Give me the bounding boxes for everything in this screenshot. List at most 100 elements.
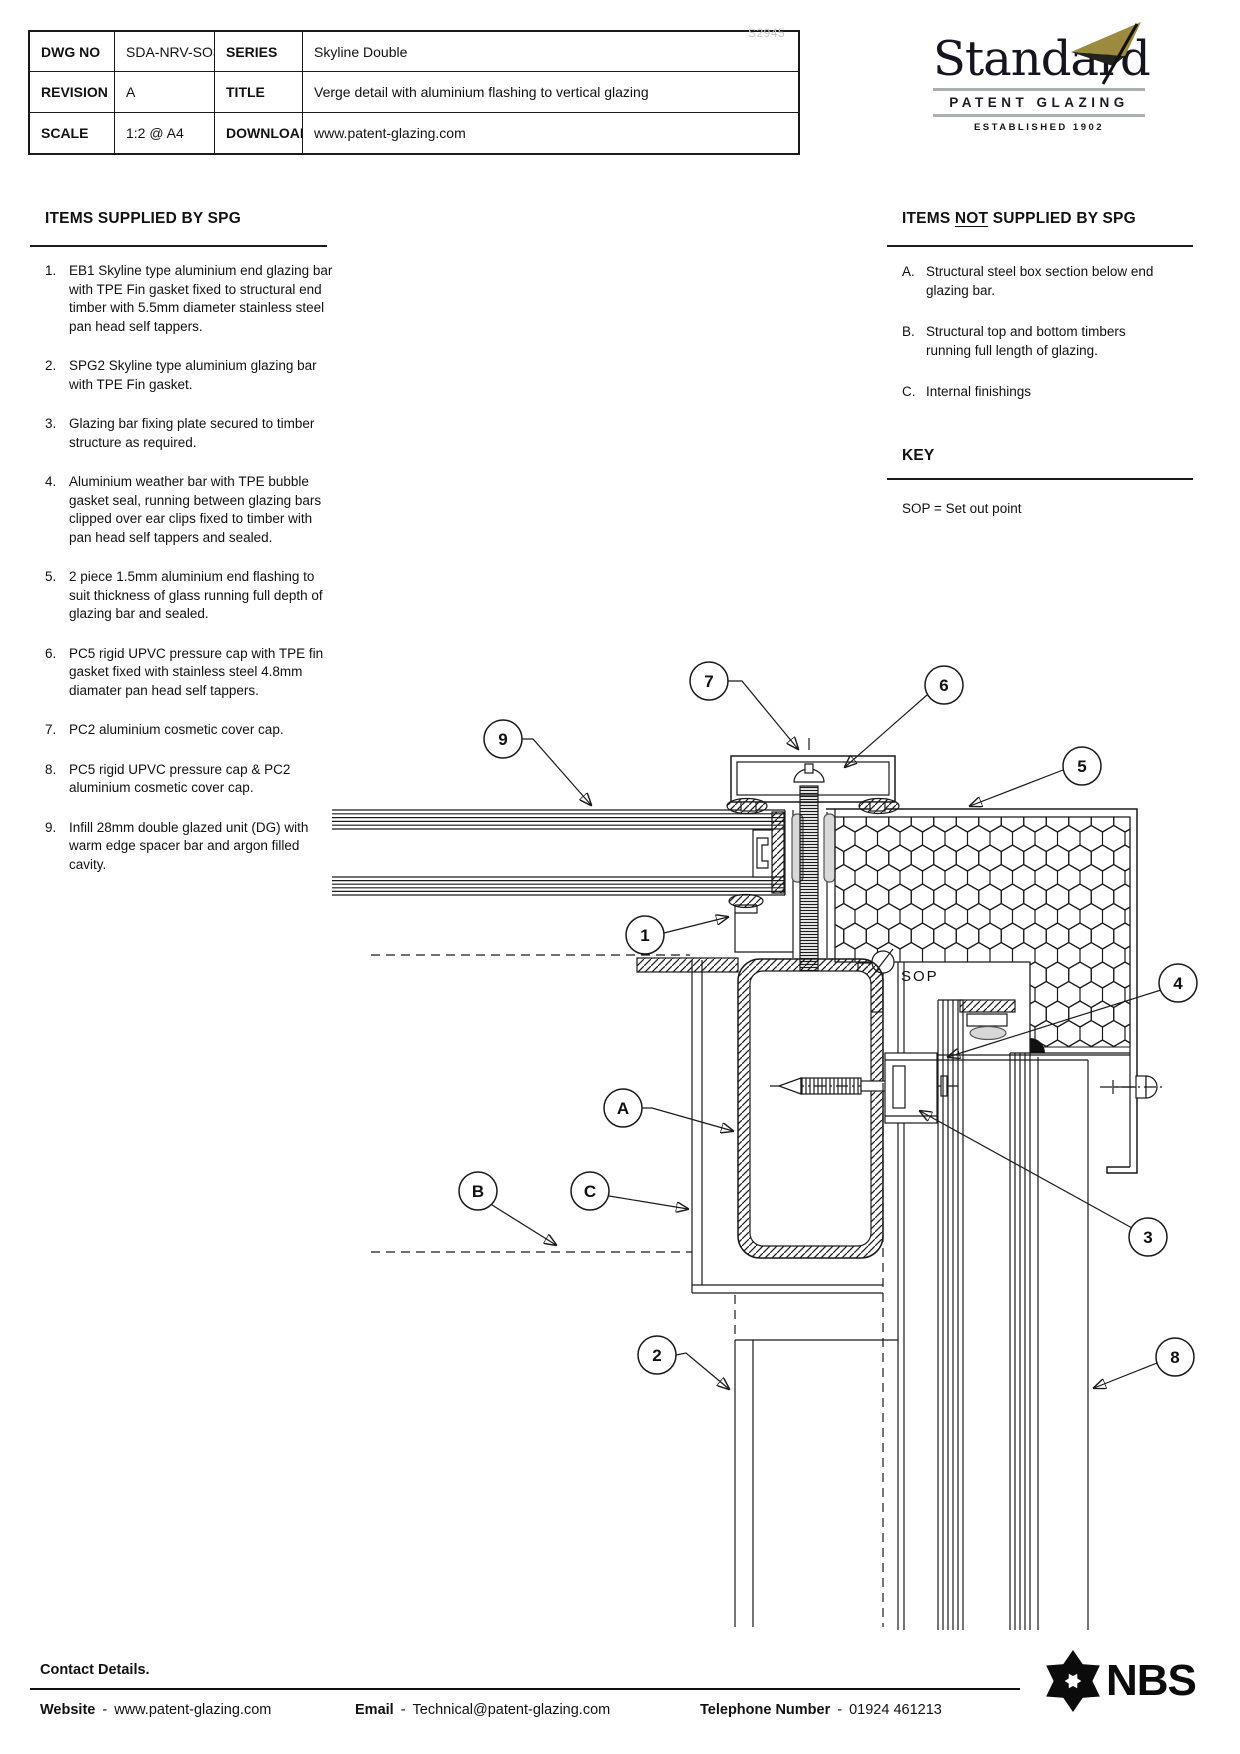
download-value: www.patent-glazing.com — [314, 124, 466, 141]
list-item: B.Structural top and bottom timbers runn… — [902, 323, 1172, 360]
end-glazing-bar — [636, 893, 793, 973]
title-label: TITLE — [215, 72, 303, 113]
svg-text:1: 1 — [640, 926, 649, 945]
item-letter: B. — [902, 324, 915, 339]
callout-6: 6 — [924, 665, 964, 705]
callout-B: B — [458, 1171, 498, 1211]
list-item: 5. 2 piece 1.5mm aluminium end flashing t… — [45, 568, 337, 624]
heading-not: NOT — [954, 210, 989, 227]
callout-3: 3 — [1128, 1217, 1168, 1257]
list-item: A. Structural steel box section below end… — [902, 263, 1172, 300]
supplied-list: 1. EB1 Skyline type aluminium end glazing… — [45, 262, 337, 895]
nbs-logo: NBS — [1043, 1648, 1197, 1714]
callout-4: 4 — [1158, 963, 1198, 1003]
logo-rule-bottom — [933, 114, 1145, 118]
not-supplied-list: A. Structural steel box section below end… — [902, 263, 1172, 425]
footer-website: Website-www.patent-glazing.com — [40, 1702, 271, 1718]
item-text: Aluminium weather bar with TPE bubble ga… — [69, 474, 322, 545]
item-number: 6. — [45, 645, 57, 661]
svg-text:3: 3 — [1143, 1228, 1152, 1247]
supplied-heading: ITEMS SUPPLIED BY SPG — [45, 210, 241, 227]
list-item: 6. PC5 rigid UPVC pressure cap with TPE f… — [45, 645, 337, 701]
item-text: SPG2 Skyline type aluminium glazing bar … — [69, 358, 317, 392]
svg-text:4: 4 — [1173, 974, 1183, 993]
list-item: 8. PC5 rigid UPVC pressure cap & PC2 alum… — [45, 761, 337, 798]
footer-phone: Telephone Number-01924 461213 — [700, 1702, 942, 1718]
separator: - — [102, 1702, 108, 1718]
item-number: 7. — [45, 722, 57, 737]
scale-value: 1:2 @ A4 — [115, 112, 215, 153]
horizontal-glazing-unit — [332, 809, 786, 896]
heading-post: SUPPLIED BY SPG — [988, 210, 1136, 227]
contact-details-heading: Contact Details. — [40, 1662, 150, 1678]
email-label: Email — [355, 1702, 394, 1718]
item-text: 2 piece 1.5mm aluminium end flashing to … — [69, 569, 323, 621]
leader-lines — [491, 680, 1162, 1389]
callout-1: 1 — [625, 915, 665, 955]
svg-text:C: C — [584, 1182, 596, 1201]
list-item: 4. Aluminium weather bar with TPE bubble … — [45, 473, 337, 547]
nbs-wordmark: NBS — [1106, 1656, 1197, 1705]
item-text: Internal finishings — [926, 384, 1032, 399]
item-number: 4. — [45, 474, 57, 489]
list-item: 7. PC2 aluminium cosmetic cover cap. — [45, 721, 337, 740]
list-item: 3. Glazing bar fixing plate secured to ti… — [45, 415, 337, 452]
item-number: 5. — [45, 569, 57, 584]
item-text: PC2 aluminium cosmetic cover cap. — [69, 722, 284, 737]
item-letter: A. — [902, 264, 915, 279]
email-value: Technical@patent-glazing.com — [412, 1702, 611, 1718]
item-number: 2. — [45, 358, 57, 373]
footer-email: Email-Technical@patent-glazing.com — [355, 1702, 610, 1718]
callout-8: 8 — [1155, 1337, 1195, 1377]
item-text: PC5 rigid UPVC pressure cap with TPE fin… — [69, 645, 324, 698]
glazing-bar-bracket — [884, 1052, 938, 1124]
series-label: SERIES — [215, 32, 303, 73]
separator: - — [400, 1702, 406, 1718]
scale-label: SCALE — [30, 112, 115, 153]
callout-C: C — [570, 1171, 610, 1211]
item-number: 1. — [45, 263, 57, 278]
list-item: 2. SPG2 Skyline type aluminium glazing ba… — [45, 357, 337, 394]
brand-subtitle: PATENT GLAZING — [949, 95, 1129, 111]
brand-established: ESTABLISHED 1902 — [973, 122, 1105, 134]
not-supplied-rule — [887, 245, 1193, 247]
not-supplied-heading: ITEMS NOT SUPPLIED BY SPG — [902, 210, 1136, 228]
callout-A: A — [603, 1088, 643, 1128]
watermark: S2945 — [748, 26, 786, 40]
sop-label: SOP — [901, 968, 939, 985]
revision-label: REVISION — [30, 72, 115, 113]
svg-text:7: 7 — [704, 672, 713, 691]
title-value: Verge detail with aluminium flashing to … — [303, 72, 798, 113]
phone-label: Telephone Number — [700, 1702, 831, 1718]
dwg-no-label: DWG NO — [30, 32, 115, 73]
item-text: EB1 Skyline type aluminium end glazing b… — [69, 263, 333, 334]
list-item: C. Internal finishings — [902, 383, 1172, 402]
key-rule — [887, 478, 1193, 480]
callout-9: 9 — [483, 719, 523, 759]
download-label: DOWNLOAD — [215, 112, 303, 153]
callout-2: 2 — [637, 1335, 677, 1375]
series-value: Skyline Double — [303, 32, 798, 73]
item-text: Structural steel box section below end g… — [926, 264, 1154, 298]
svg-text:B: B — [472, 1182, 484, 1201]
revision-value: A — [115, 72, 215, 113]
brand-name: Standard — [933, 31, 1151, 87]
item-number: 8. — [45, 761, 57, 777]
supplied-rule — [30, 245, 327, 247]
website-label: Website — [40, 1702, 96, 1718]
svg-text:9: 9 — [498, 730, 507, 749]
website-value: www.patent-glazing.com — [114, 1702, 272, 1718]
item-letter: C. — [902, 384, 916, 399]
separator: - — [837, 1702, 843, 1718]
svg-text:8: 8 — [1170, 1348, 1179, 1367]
nbs-flower-icon — [1046, 1650, 1100, 1712]
item-number: 3. — [45, 416, 57, 431]
insulation-panel — [826, 808, 1165, 1174]
item-text: Glazing bar fixing plate secured to timb… — [69, 416, 315, 450]
footer-rule — [30, 1688, 1020, 1690]
logo-rule-top — [933, 88, 1145, 92]
callout-5: 5 — [1062, 746, 1102, 786]
item-text: PC5 rigid UPVC pressure cap & PC2 alumin… — [69, 761, 291, 796]
